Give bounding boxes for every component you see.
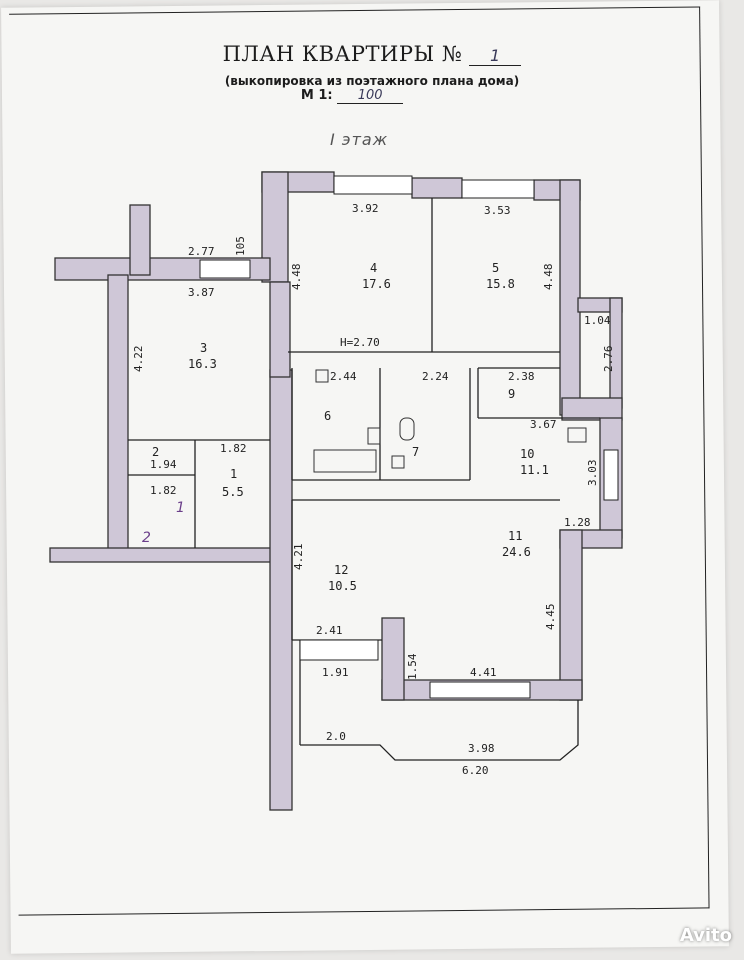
dim-4-22: 4.22 xyxy=(132,346,145,373)
bathtub-icon xyxy=(313,449,377,473)
dim-4-48-a: 4.48 xyxy=(290,264,303,291)
room-5-area: 15.8 xyxy=(486,277,515,291)
window-5 xyxy=(461,179,535,199)
apartment-number: 1 xyxy=(469,46,522,66)
dim-1-82-a: 1.82 xyxy=(220,442,247,455)
wall-top-mid xyxy=(411,177,463,199)
room-10-number: 10 xyxy=(520,447,534,461)
floor-label: I этаж xyxy=(330,130,389,149)
room-11-area: 24.6 xyxy=(502,545,531,559)
dim-2-77: 2.77 xyxy=(188,245,215,258)
handwritten-mark-1: 1 xyxy=(176,500,185,516)
vent-icon xyxy=(315,369,329,383)
dim-2-41: 2.41 xyxy=(316,624,343,637)
dim-1-28: 1.28 xyxy=(564,516,591,529)
room-11-number: 11 xyxy=(508,529,522,543)
sink-icon xyxy=(367,427,381,445)
walls xyxy=(49,171,623,811)
room-9-number: 9 xyxy=(508,387,515,401)
balcony-outline xyxy=(300,700,579,761)
room-3-area: 16.3 xyxy=(188,357,217,371)
dim-2-24: 2.24 xyxy=(422,370,449,383)
windows xyxy=(199,175,619,699)
stove-icon xyxy=(567,427,587,443)
wall-right-upper xyxy=(559,179,581,416)
plan-subtitle: (выкопировка из поэтажного плана дома) xyxy=(224,74,520,88)
dim-1-91: 1.91 xyxy=(322,666,349,679)
dim-4-41: 4.41 xyxy=(470,666,497,679)
room-6-number: 6 xyxy=(324,409,331,423)
dim-3-67: 3.67 xyxy=(530,418,557,431)
fixtures xyxy=(313,369,587,473)
dim-4-48-b: 4.48 xyxy=(542,264,555,291)
room-5-number: 5 xyxy=(492,261,499,275)
scale-label: М 1: xyxy=(300,88,333,103)
wall-right-11 xyxy=(559,529,583,701)
dimension-labels: 2.77 105 3.87 4.22 3.92 4.48 3.53 4.48 Н… xyxy=(132,202,615,777)
dim-4-45: 4.45 xyxy=(544,604,557,631)
scale-value: 100 xyxy=(337,88,404,104)
wall-vertical-top xyxy=(129,204,151,276)
window-3 xyxy=(199,259,251,279)
wall-left-6 xyxy=(269,281,291,378)
window-11 xyxy=(429,681,531,699)
room-labels: 1 5.5 2 3 16.3 4 17.6 5 15.8 6 7 9 10 11… xyxy=(152,261,549,593)
handwritten-mark-2: 2 xyxy=(142,530,151,546)
room-1-number: 1 xyxy=(230,467,237,481)
wall-left-3 xyxy=(107,274,129,561)
dim-4-21: 4.21 xyxy=(292,544,305,571)
dim-3-87: 3.87 xyxy=(188,286,215,299)
dim-105: 105 xyxy=(234,236,247,256)
dim-1-94: 1.94 xyxy=(150,458,177,471)
room-1-area: 5.5 xyxy=(222,485,244,499)
room-12-number: 12 xyxy=(334,563,348,577)
dim-height: Н=2.70 xyxy=(340,336,380,349)
dim-3-53: 3.53 xyxy=(484,204,511,217)
window-10 xyxy=(603,449,619,501)
dim-2-0: 2.0 xyxy=(326,730,346,743)
wall-bottom-1 xyxy=(49,547,281,563)
dim-2-38: 2.38 xyxy=(508,370,535,383)
avito-watermark: Avito xyxy=(679,925,732,946)
wall-balcony-bottom xyxy=(561,397,623,421)
wall-left-12 xyxy=(269,369,293,811)
plan-title-text: ПЛАН КВАРТИРЫ № xyxy=(222,42,463,66)
dim-1-54: 1.54 xyxy=(406,653,419,680)
window-12 xyxy=(299,639,379,661)
room-7-number: 7 xyxy=(412,445,419,459)
room-12-area: 10.5 xyxy=(328,579,357,593)
room-2-number: 2 xyxy=(152,445,159,459)
window-4 xyxy=(333,175,413,195)
wall-stub-11 xyxy=(381,617,405,701)
room-10-area: 11.1 xyxy=(520,463,549,477)
dim-3-92: 3.92 xyxy=(352,202,379,215)
plan-title: ПЛАН КВАРТИРЫ № 1 xyxy=(0,42,744,66)
dim-3-03: 3.03 xyxy=(586,460,599,487)
scale-line: М 1: 100 xyxy=(0,88,724,104)
room-3-number: 3 xyxy=(200,341,207,355)
room-4-area: 17.6 xyxy=(362,277,391,291)
dim-1-82-b: 1.82 xyxy=(150,484,177,497)
dim-1-04: 1.04 xyxy=(584,314,611,327)
dim-3-98: 3.98 xyxy=(468,742,495,755)
partitions xyxy=(128,198,600,761)
toilet-icon xyxy=(399,417,415,441)
dim-2-76: 2.76 xyxy=(602,346,615,373)
room-4-number: 4 xyxy=(370,261,377,275)
dim-2-44: 2.44 xyxy=(330,370,357,383)
drain-icon xyxy=(391,455,405,469)
dim-6-20: 6.20 xyxy=(462,764,489,777)
